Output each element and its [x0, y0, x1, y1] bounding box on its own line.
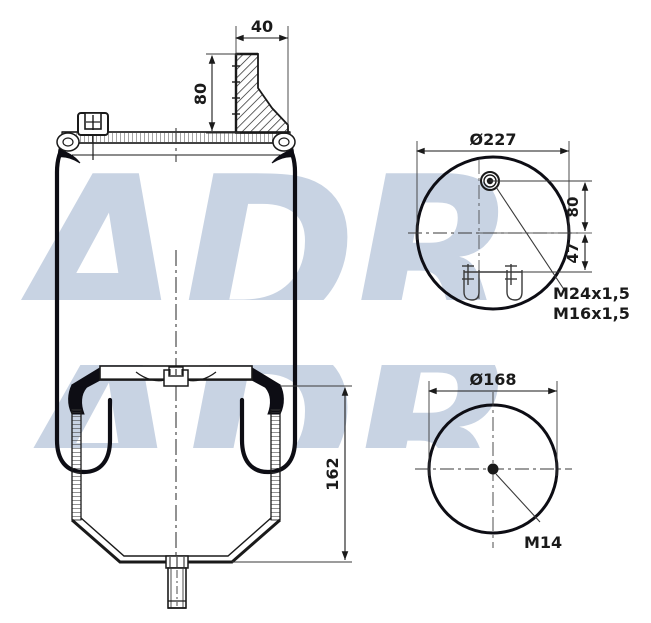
bead-ring-left: [56, 132, 81, 164]
bottom-stud-m14: [165, 555, 189, 609]
mounting-stud-bracket: [232, 52, 289, 134]
m14-centre-hole: [487, 463, 499, 475]
dimension-diameter-168-label: Ø168: [470, 370, 517, 389]
dimension-80-bracket: 80: [191, 53, 240, 134]
dimension-47-offset-label: 47: [564, 243, 582, 264]
m14-leader-line: [495, 473, 541, 523]
dimension-diameter-168: Ø168: [427, 370, 558, 476]
bottom-piston-plan-view-group: Ø168 M14: [415, 370, 572, 552]
piston-assembly: [68, 365, 284, 609]
section-view-group: 40 80 162: [54, 17, 352, 609]
top-plate-plan-view-group: Ø227 80 47 M24x1,5 M16x1,5: [408, 130, 630, 323]
thread-label-m14: M14: [524, 533, 562, 552]
dimension-162-label: 162: [323, 457, 342, 490]
thread-label-m16: M16x1,5: [553, 304, 630, 323]
dimension-80-offset-label: 80: [564, 197, 582, 218]
air-port-fitting: [77, 112, 109, 160]
dimension-diameter-227-label: Ø227: [470, 130, 517, 149]
dimension-40: 40: [234, 17, 289, 126]
piston-cap-boss: [135, 366, 217, 387]
dimension-162: 162: [232, 385, 352, 563]
dimension-diameter-227: Ø227: [415, 130, 570, 240]
dimension-80-offset: 80: [479, 180, 592, 234]
thread-label-m24: M24x1,5: [553, 284, 630, 303]
dimension-40-label: 40: [251, 17, 273, 36]
dimension-47-offset: 47: [479, 233, 592, 273]
bead-ring-right: [271, 132, 296, 164]
dimension-80-bracket-label: 80: [191, 83, 210, 105]
m24-leader-line: [495, 186, 566, 292]
